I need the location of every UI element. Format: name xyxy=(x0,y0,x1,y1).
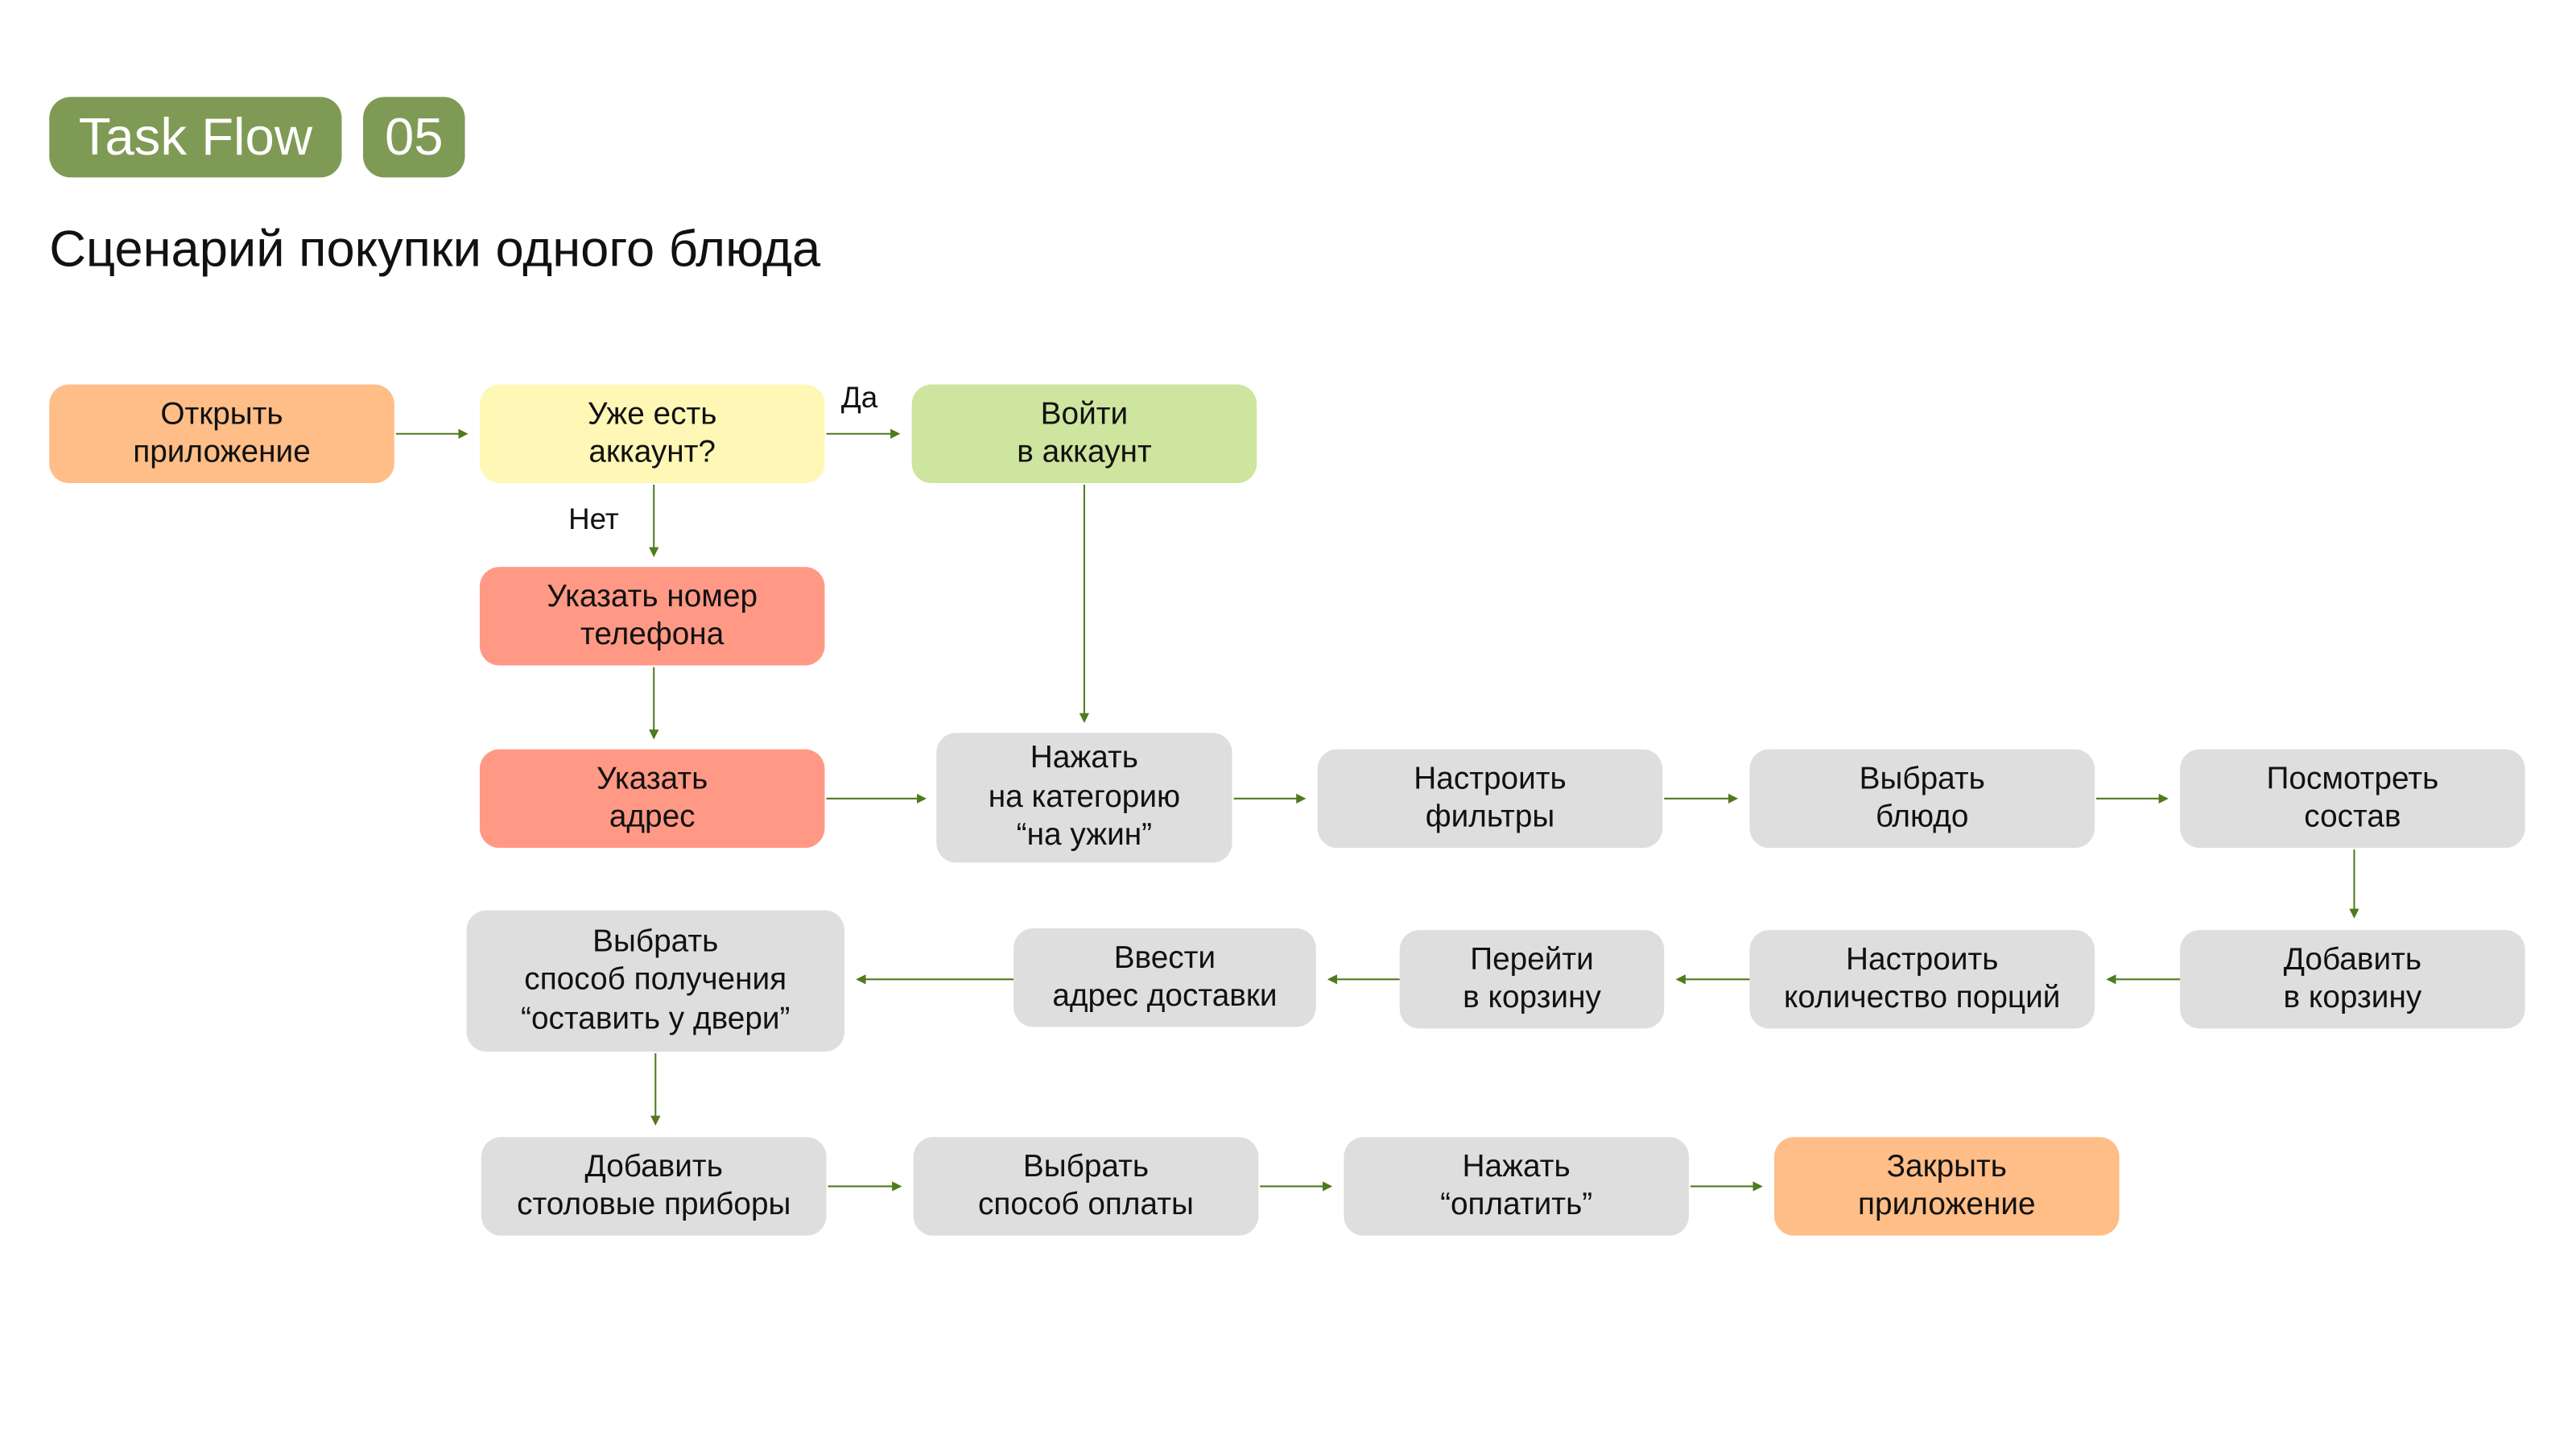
node-has-account: Уже есть аккаунт? xyxy=(479,384,825,483)
yes-label: Да xyxy=(840,381,878,415)
node-close-app: Закрыть приложение xyxy=(1774,1137,2120,1236)
node-view-ingredients: Посмотреть состав xyxy=(2180,749,2525,849)
node-go-to-cart: Перейти в корзину xyxy=(1399,930,1665,1029)
node-payment-method: Выбрать способ оплаты xyxy=(913,1137,1259,1236)
task-flow-badge: Task Flow xyxy=(49,97,342,178)
no-label: Нет xyxy=(568,502,619,536)
node-filters: Настроить фильтры xyxy=(1317,749,1663,849)
node-portions: Настроить количество порций xyxy=(1749,930,2095,1029)
node-phone: Указать номер телефона xyxy=(479,567,825,666)
node-category: Нажать на категорию “на ужин” xyxy=(936,733,1232,863)
node-cutlery: Добавить столовые приборы xyxy=(481,1137,827,1236)
node-open-app: Открыть приложение xyxy=(49,384,394,483)
page-title: Сценарий покупки одного блюда xyxy=(49,220,821,278)
node-add-to-cart: Добавить в корзину xyxy=(2180,930,2525,1029)
node-pay: Нажать “оплатить” xyxy=(1344,1137,1689,1236)
node-address: Указать адрес xyxy=(479,749,825,849)
number-badge: 05 xyxy=(363,97,465,178)
node-login: Войти в аккаунт xyxy=(911,384,1257,483)
node-choose-dish: Выбрать блюдо xyxy=(1749,749,2095,849)
node-receive-method: Выбрать способ получения “оставить у две… xyxy=(466,910,844,1052)
node-delivery-address: Ввести адрес доставки xyxy=(1013,928,1316,1027)
